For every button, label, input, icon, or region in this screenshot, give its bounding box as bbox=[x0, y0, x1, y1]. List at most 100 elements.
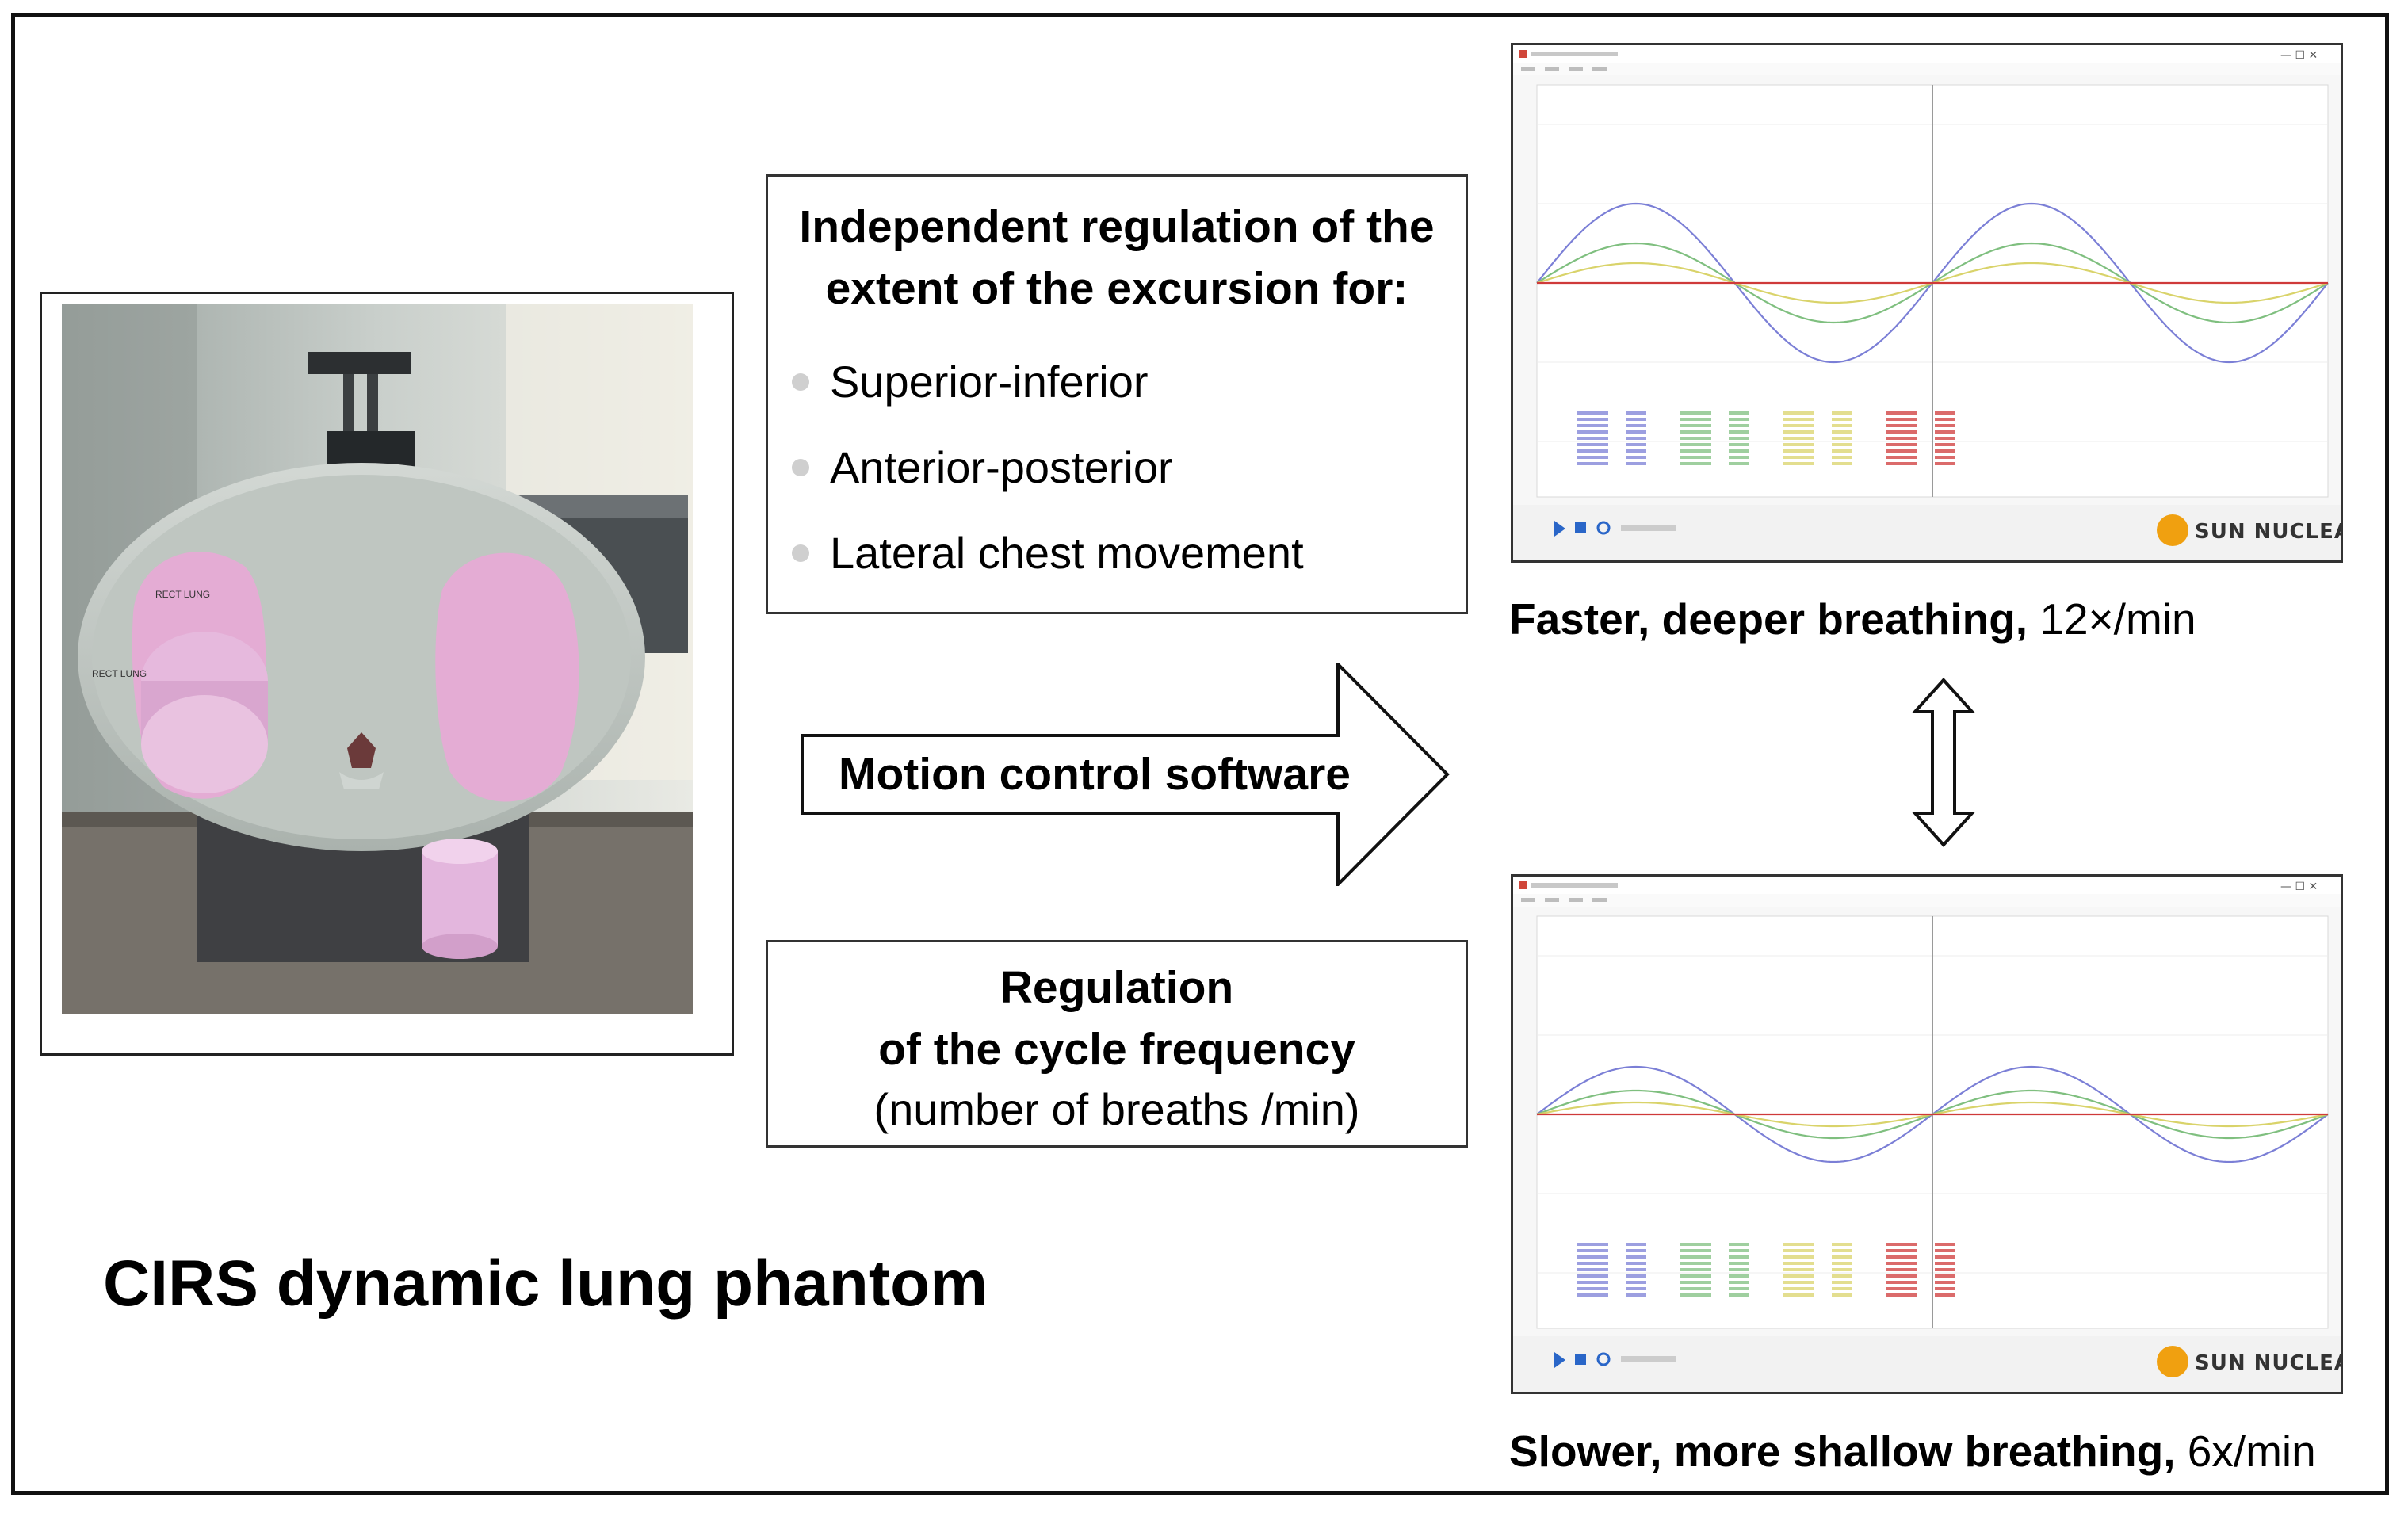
legend-row-3-8 bbox=[1886, 462, 1917, 465]
legend-row-0-6 bbox=[1577, 449, 1608, 453]
legend-row-1-3 bbox=[1680, 430, 1711, 434]
phantom-label-upper: RECT LUNG bbox=[155, 589, 210, 600]
legend-value-1-7 bbox=[1729, 1287, 1749, 1290]
legend-value-1-4 bbox=[1729, 1268, 1749, 1271]
legend-value-3-5 bbox=[1935, 1274, 1955, 1278]
legend-value-1-3 bbox=[1729, 430, 1749, 434]
legend-value-2-1 bbox=[1832, 1249, 1852, 1252]
legend-value-2-5 bbox=[1832, 1274, 1852, 1278]
legend-row-0-2 bbox=[1577, 424, 1608, 427]
legend-value-3-1 bbox=[1935, 1249, 1955, 1252]
legend-value-0-8 bbox=[1626, 1293, 1646, 1297]
control-bar bbox=[1513, 1336, 2341, 1392]
legend-value-1-4 bbox=[1729, 437, 1749, 440]
legend-value-1-5 bbox=[1729, 1274, 1749, 1278]
menu-item-2 bbox=[1569, 898, 1583, 902]
legend-value-1-5 bbox=[1729, 443, 1749, 446]
legend-value-0-2 bbox=[1626, 424, 1646, 427]
legend-value-0-0 bbox=[1626, 1243, 1646, 1246]
legend-value-3-3 bbox=[1935, 430, 1955, 434]
legend-row-2-3 bbox=[1783, 430, 1814, 434]
right-lung-insert bbox=[435, 552, 579, 802]
legend-value-2-6 bbox=[1832, 449, 1852, 453]
legend-row-2-8 bbox=[1783, 462, 1814, 465]
legend-value-1-2 bbox=[1729, 1255, 1749, 1259]
legend-value-0-7 bbox=[1626, 1287, 1646, 1290]
legend-value-3-6 bbox=[1935, 1281, 1955, 1284]
legend-row-2-5 bbox=[1783, 1274, 1814, 1278]
legend-row-3-3 bbox=[1886, 1262, 1917, 1265]
legend-row-0-4 bbox=[1577, 437, 1608, 440]
legend-row-3-6 bbox=[1886, 1281, 1917, 1284]
legend-value-0-4 bbox=[1626, 1268, 1646, 1271]
legend-value-2-8 bbox=[1832, 462, 1852, 465]
legend-row-1-0 bbox=[1680, 1243, 1711, 1246]
legend-value-3-6 bbox=[1935, 449, 1955, 453]
title-bar bbox=[1513, 877, 2341, 894]
legend-row-0-1 bbox=[1577, 1249, 1608, 1252]
legend-value-1-7 bbox=[1729, 456, 1749, 459]
frequency-line1: Regulation bbox=[1000, 962, 1234, 1013]
legend-row-2-3 bbox=[1783, 1262, 1814, 1265]
legend-row-2-7 bbox=[1783, 456, 1814, 459]
legend-row-2-2 bbox=[1783, 1255, 1814, 1259]
legend-row-3-2 bbox=[1886, 1255, 1917, 1259]
menu-item-1 bbox=[1545, 67, 1559, 71]
brand-name: SUN NUCLEAR bbox=[2195, 520, 2341, 544]
legend-value-3-2 bbox=[1935, 1255, 1955, 1259]
legend-row-0-3 bbox=[1577, 1262, 1608, 1265]
double-arrow-icon bbox=[1912, 678, 1975, 847]
legend-row-0-7 bbox=[1577, 1287, 1608, 1290]
stop-icon bbox=[1575, 1354, 1586, 1365]
legend-value-3-0 bbox=[1935, 1243, 1955, 1246]
software-screen-slow: — ☐ ✕SUN NUCLEAR bbox=[1511, 874, 2343, 1394]
caption-slow: Slower, more shallow breathing, 6x/min bbox=[1509, 1427, 2316, 1476]
legend-value-0-4 bbox=[1626, 437, 1646, 440]
legend-value-3-5 bbox=[1935, 443, 1955, 446]
legend-row-0-6 bbox=[1577, 1281, 1608, 1284]
legend-row-3-6 bbox=[1886, 449, 1917, 453]
figure-title: CIRS dynamic lung phantom bbox=[103, 1247, 988, 1320]
phantom-label-lower: RECT LUNG bbox=[92, 668, 147, 679]
legend-value-2-0 bbox=[1832, 411, 1852, 415]
menu-item-3 bbox=[1592, 898, 1607, 902]
legend-value-0-1 bbox=[1626, 418, 1646, 421]
excursion-list: Superior-inferior Anterior-posterior Lat… bbox=[792, 339, 1304, 596]
loops-field bbox=[1621, 525, 1676, 531]
list-item: Lateral chest movement bbox=[792, 510, 1304, 596]
legend-row-3-0 bbox=[1886, 411, 1917, 415]
legend-row-3-5 bbox=[1886, 1274, 1917, 1278]
legend-row-0-8 bbox=[1577, 462, 1608, 465]
title-bar bbox=[1513, 45, 2341, 63]
legend-value-0-1 bbox=[1626, 1249, 1646, 1252]
legend-row-0-8 bbox=[1577, 1293, 1608, 1297]
bullet-icon bbox=[792, 373, 809, 391]
menu-bar bbox=[1513, 894, 2341, 907]
legend-value-3-1 bbox=[1935, 418, 1955, 421]
legend-row-2-1 bbox=[1783, 1249, 1814, 1252]
legend-value-0-6 bbox=[1626, 449, 1646, 453]
legend-value-2-3 bbox=[1832, 1262, 1852, 1265]
legend-value-2-6 bbox=[1832, 1281, 1852, 1284]
waveform-plot-fast: — ☐ ✕SUN NUCLEAR bbox=[1513, 45, 2341, 560]
legend-row-1-0 bbox=[1680, 411, 1711, 415]
legend-row-1-3 bbox=[1680, 1262, 1711, 1265]
legend-row-3-8 bbox=[1886, 1293, 1917, 1297]
stop-icon bbox=[1575, 522, 1586, 533]
sun-nuclear-logo-icon bbox=[2157, 1346, 2188, 1377]
legend-row-3-4 bbox=[1886, 437, 1917, 440]
play-icon bbox=[1554, 1352, 1565, 1368]
legend-value-1-8 bbox=[1729, 1293, 1749, 1297]
loops-field bbox=[1621, 1356, 1676, 1362]
legend-value-2-3 bbox=[1832, 430, 1852, 434]
legend-row-1-1 bbox=[1680, 418, 1711, 421]
legend-value-3-3 bbox=[1935, 1262, 1955, 1265]
legend-row-3-2 bbox=[1886, 424, 1917, 427]
legend-row-3-1 bbox=[1886, 418, 1917, 421]
legend-row-0-1 bbox=[1577, 418, 1608, 421]
motion-control-arrow bbox=[801, 663, 1450, 886]
legend-value-0-5 bbox=[1626, 1274, 1646, 1278]
menu-item-1 bbox=[1545, 898, 1559, 902]
legend-value-0-0 bbox=[1626, 411, 1646, 415]
legend-value-1-6 bbox=[1729, 1281, 1749, 1284]
